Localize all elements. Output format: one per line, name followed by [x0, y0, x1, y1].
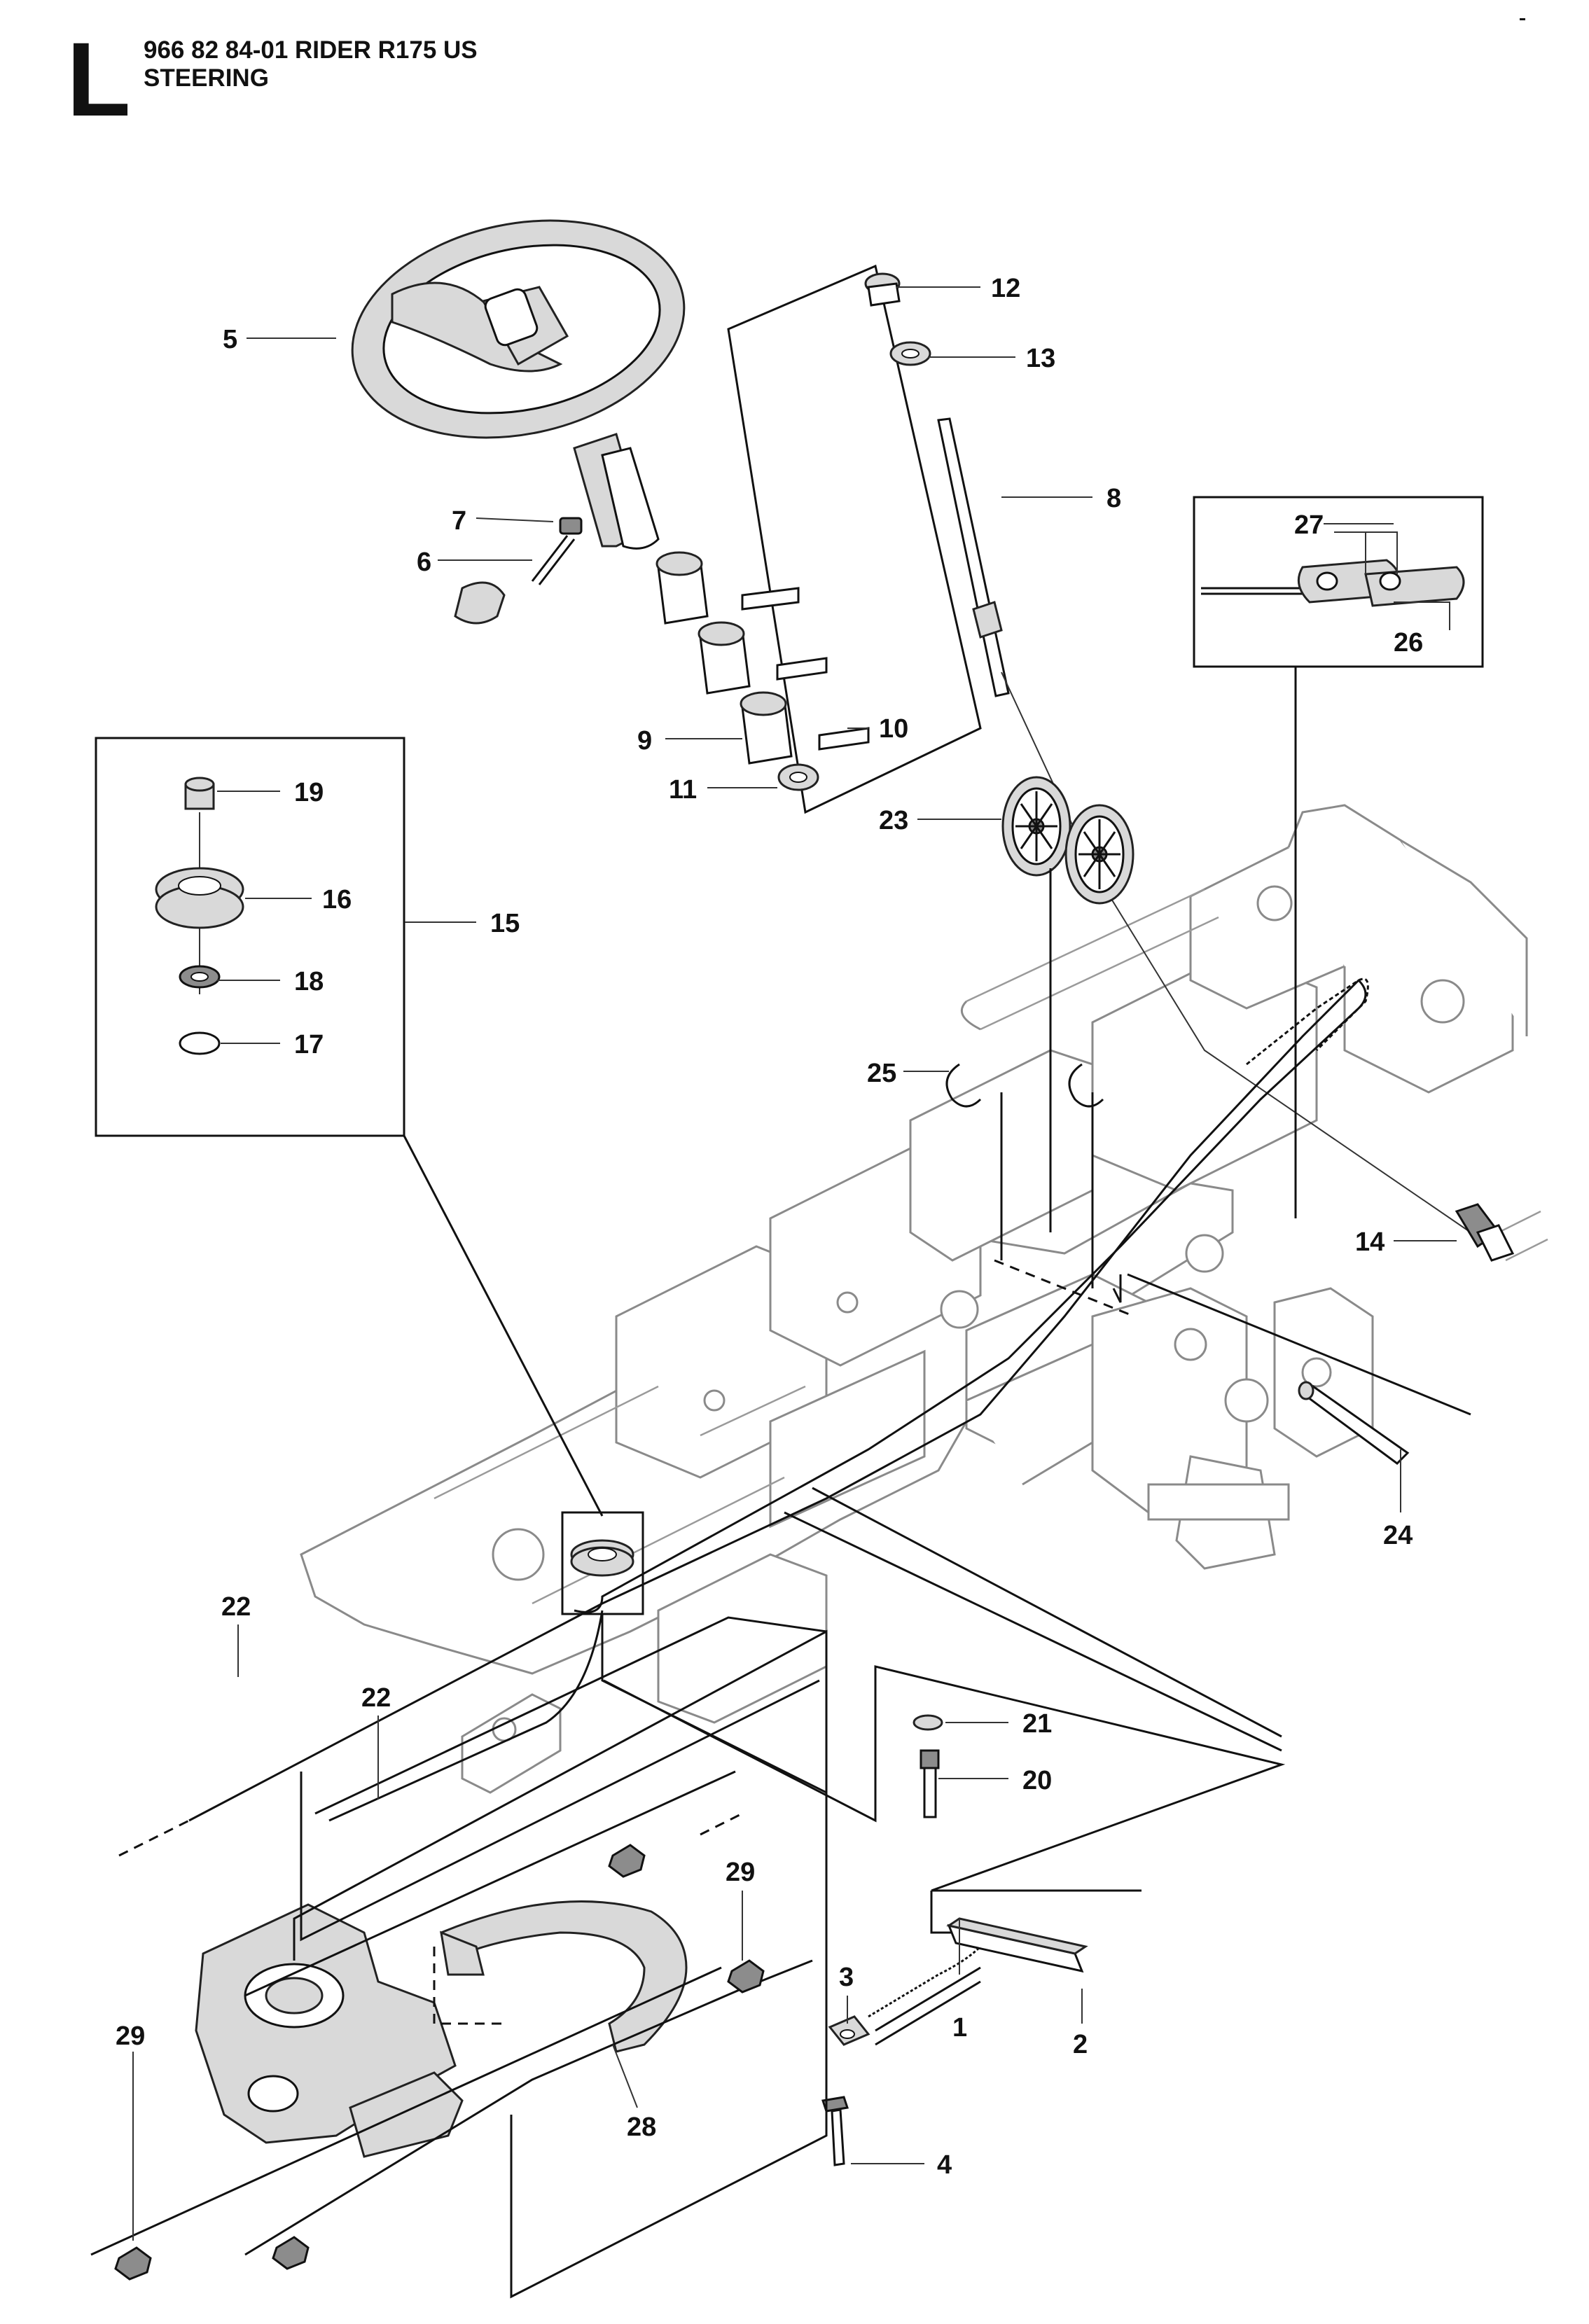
corner-mark — [1520, 18, 1525, 20]
callout-16: 16 — [322, 885, 352, 914]
callout-9: 9 — [637, 726, 652, 756]
section-title: STEERING — [144, 64, 269, 92]
callout-7: 7 — [452, 506, 466, 536]
callout-19: 19 — [294, 778, 324, 807]
callout-5: 5 — [223, 325, 237, 354]
callout-10: 10 — [879, 714, 908, 744]
bolt-and-washer — [913, 1714, 943, 1818]
retaining-screw — [454, 517, 583, 625]
callout-18: 18 — [294, 967, 324, 996]
chain-detail-parts — [1201, 531, 1465, 630]
callout-22a: 22 — [221, 1592, 251, 1622]
section-letter: L — [67, 20, 131, 138]
callout-3: 3 — [839, 1963, 854, 1992]
nut-top — [608, 1844, 646, 1878]
spring-assembly — [821, 1889, 1142, 2166]
steering-shaft-assembly-box — [727, 264, 982, 814]
callout-29b: 29 — [726, 1858, 755, 1887]
callout-15: 15 — [490, 909, 520, 938]
callout-20: 20 — [1022, 1766, 1052, 1795]
callout-27: 27 — [1294, 510, 1324, 540]
callout-2: 2 — [1073, 2030, 1088, 2059]
callout-14: 14 — [1355, 1227, 1385, 1257]
detail-leader-15 — [403, 1135, 604, 1517]
callout-23: 23 — [879, 806, 908, 835]
steering-pulleys — [1001, 776, 1134, 905]
callout-21: 21 — [1022, 1709, 1052, 1739]
drag-link-rod — [1298, 1381, 1410, 1465]
callout-29a: 29 — [116, 2022, 145, 2051]
callout-26: 26 — [1394, 628, 1423, 657]
leader-lines — [132, 286, 1457, 2241]
nut-29a — [114, 2246, 152, 2281]
nut-29b — [727, 1959, 765, 1994]
callout-12: 12 — [991, 274, 1020, 303]
chain-detail-box — [1193, 496, 1484, 668]
callout-6: 6 — [417, 548, 431, 577]
steering-wheel — [351, 219, 686, 550]
callout-24: 24 — [1383, 1521, 1413, 1550]
pulley-detail-box — [95, 737, 405, 1137]
steering-sector-assembly — [90, 1770, 813, 2281]
assembly-guide-lines — [118, 868, 1471, 2299]
pulley-detail-parts — [155, 777, 244, 1055]
callout-22b: 22 — [361, 1683, 391, 1713]
diagram-header: 966 82 84-01 RIDER R175 US STEERING — [144, 36, 478, 92]
callout-11: 11 — [669, 775, 697, 805]
e-clips — [945, 1063, 1104, 1108]
chassis-frame — [300, 804, 1548, 1794]
steering-shaft — [864, 272, 1471, 1233]
callout-17: 17 — [294, 1030, 324, 1059]
callout-4: 4 — [937, 2150, 952, 2180]
callout-25: 25 — [867, 1059, 896, 1088]
callout-13: 13 — [1026, 344, 1055, 373]
shaft-collars — [655, 551, 870, 791]
callout-28: 28 — [627, 2113, 656, 2142]
pivot-bolt — [1455, 1203, 1515, 1262]
callout-8: 8 — [1106, 484, 1121, 513]
part-number-line: 966 82 84-01 RIDER R175 US — [144, 36, 478, 64]
nut-bottom — [272, 2236, 310, 2270]
callout-labels: 5 7 6 8 9 10 11 12 13 14 15 16 17 18 19 … — [116, 274, 1423, 2180]
steering-cable — [188, 977, 1369, 1822]
callout-1: 1 — [952, 2013, 967, 2043]
